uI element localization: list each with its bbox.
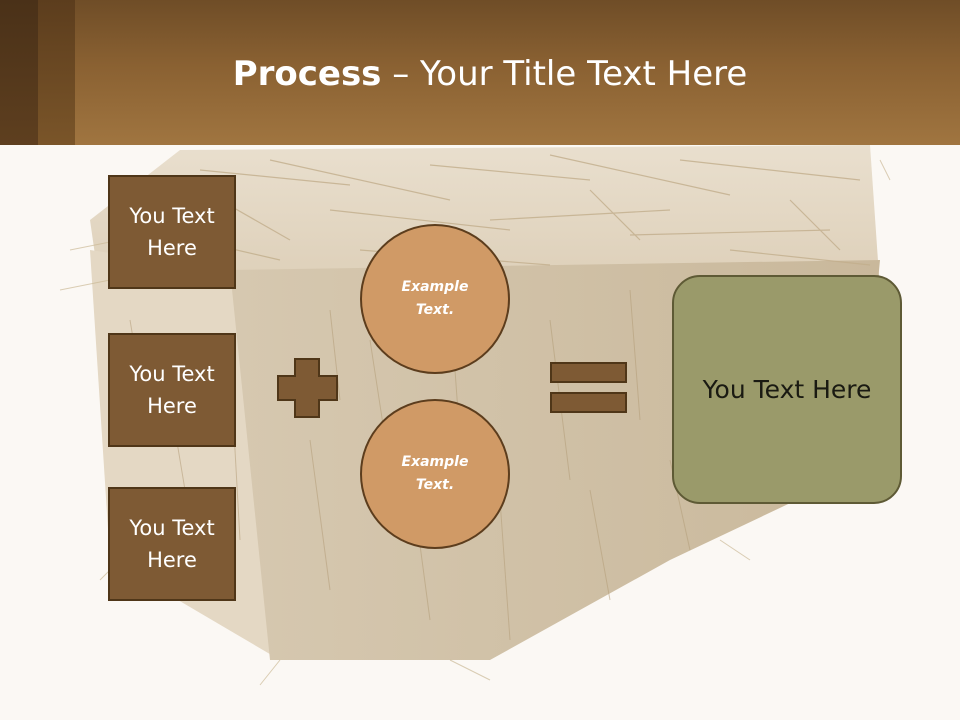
input-box-1: You Text Here: [108, 175, 236, 289]
plus-fill-vertical: [296, 360, 318, 416]
input-box-2: You Text Here: [108, 333, 236, 447]
banner-stripe-dark: [0, 0, 38, 145]
example-circle-1: Example Text.: [360, 224, 510, 374]
example-circle-2: Example Text.: [360, 399, 510, 549]
input-box-3-label: You Text Here: [129, 516, 215, 572]
slide-title: Process – Your Title Text Here: [75, 50, 905, 98]
result-box: You Text Here: [672, 275, 902, 504]
title-banner: [0, 0, 960, 145]
title-rest-part: – Your Title Text Here: [381, 54, 748, 94]
input-box-3: You Text Here: [108, 487, 236, 601]
example-circle-2-label: Example Text.: [401, 454, 469, 493]
input-box-2-label: You Text Here: [129, 362, 215, 418]
title-bold-part: Process: [232, 54, 382, 94]
equals-bottom-bar: [550, 392, 627, 413]
result-box-label: You Text Here: [702, 374, 872, 404]
equals-top-bar: [550, 362, 627, 383]
input-box-1-label: You Text Here: [129, 204, 215, 260]
banner-stripe-medium: [38, 0, 75, 145]
example-circle-1-label: Example Text.: [401, 279, 469, 318]
